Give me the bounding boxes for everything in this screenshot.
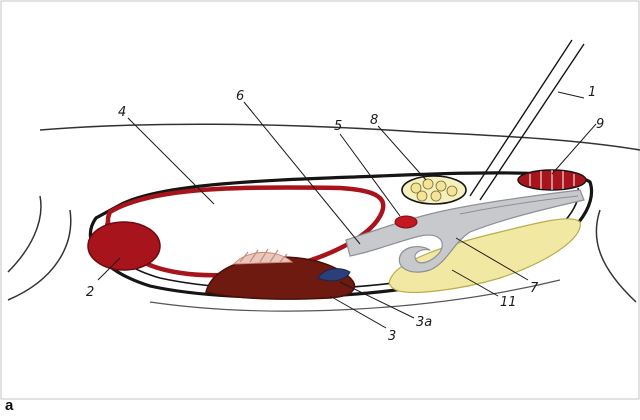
label-8: 8 xyxy=(370,113,378,128)
label-11: 11 xyxy=(500,295,517,310)
label-1: 1 xyxy=(588,85,596,100)
label-7: 7 xyxy=(530,281,539,296)
left-contour-upper xyxy=(8,196,41,272)
label-6: 6 xyxy=(236,89,244,104)
label-9: 9 xyxy=(596,117,604,132)
label-3a: 3a xyxy=(416,315,432,330)
left-contour-lower xyxy=(8,210,71,300)
label-2: 2 xyxy=(86,285,94,300)
label-5: 5 xyxy=(334,119,342,134)
label-3: 3 xyxy=(388,329,396,344)
panel-letter: a xyxy=(5,397,13,414)
organ-9 xyxy=(518,170,586,190)
anatomical-sketch: 1 2 3 3a 4 5 6 7 8 9 11 xyxy=(0,0,640,400)
label-4: 4 xyxy=(118,105,126,120)
organ-5 xyxy=(395,216,417,228)
organ-8-cluster xyxy=(402,176,466,204)
organ-2 xyxy=(88,222,160,270)
right-contour xyxy=(596,210,636,302)
